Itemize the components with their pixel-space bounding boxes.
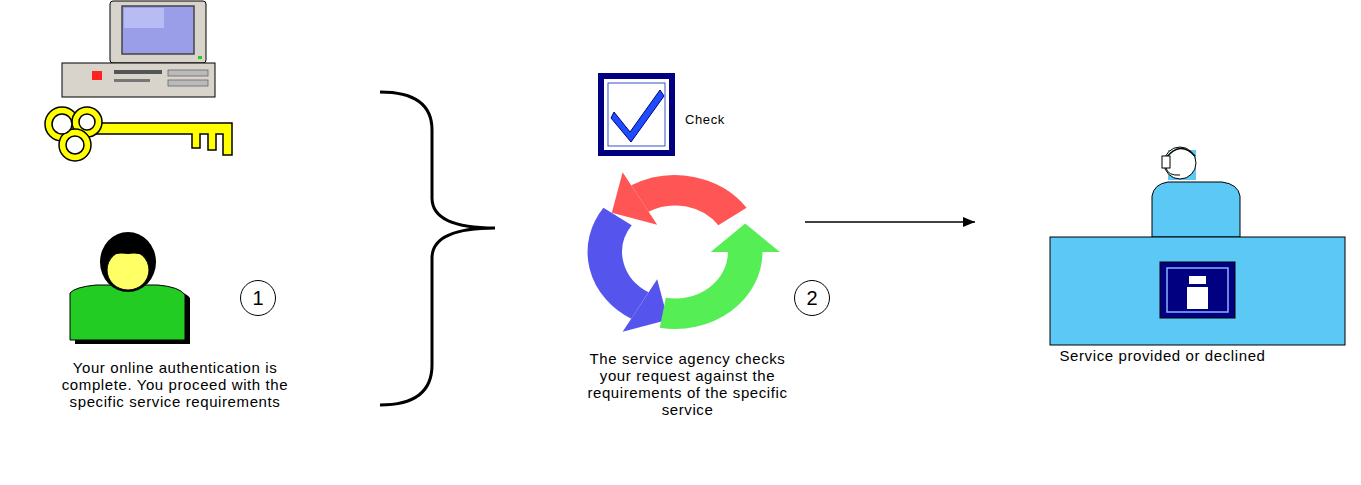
computer-icon [62,1,215,97]
node-text: Service provided or declined [1059,347,1265,364]
service-desk [1050,147,1345,345]
cycle-arrows [605,172,780,332]
key-icon [45,107,232,161]
callout-number: 2 [794,280,830,316]
user-icon [70,232,190,344]
brace [380,92,495,405]
check-icon [601,76,672,153]
node-text: Your online authentication is complete. … [45,359,305,410]
callout-number: 2 [806,287,817,309]
icon-label: Check [685,112,725,127]
node-text: The service agency checks your request a… [575,350,800,418]
user-node: Your online authentication is complete. … [20,240,330,410]
callout-number: 1 [252,287,263,309]
flow-arrow [805,217,975,227]
callout-number: 1 [240,280,276,316]
check-node: The service agency checks your request a… [570,160,805,418]
service-node: Service provided or declined [975,130,1350,364]
